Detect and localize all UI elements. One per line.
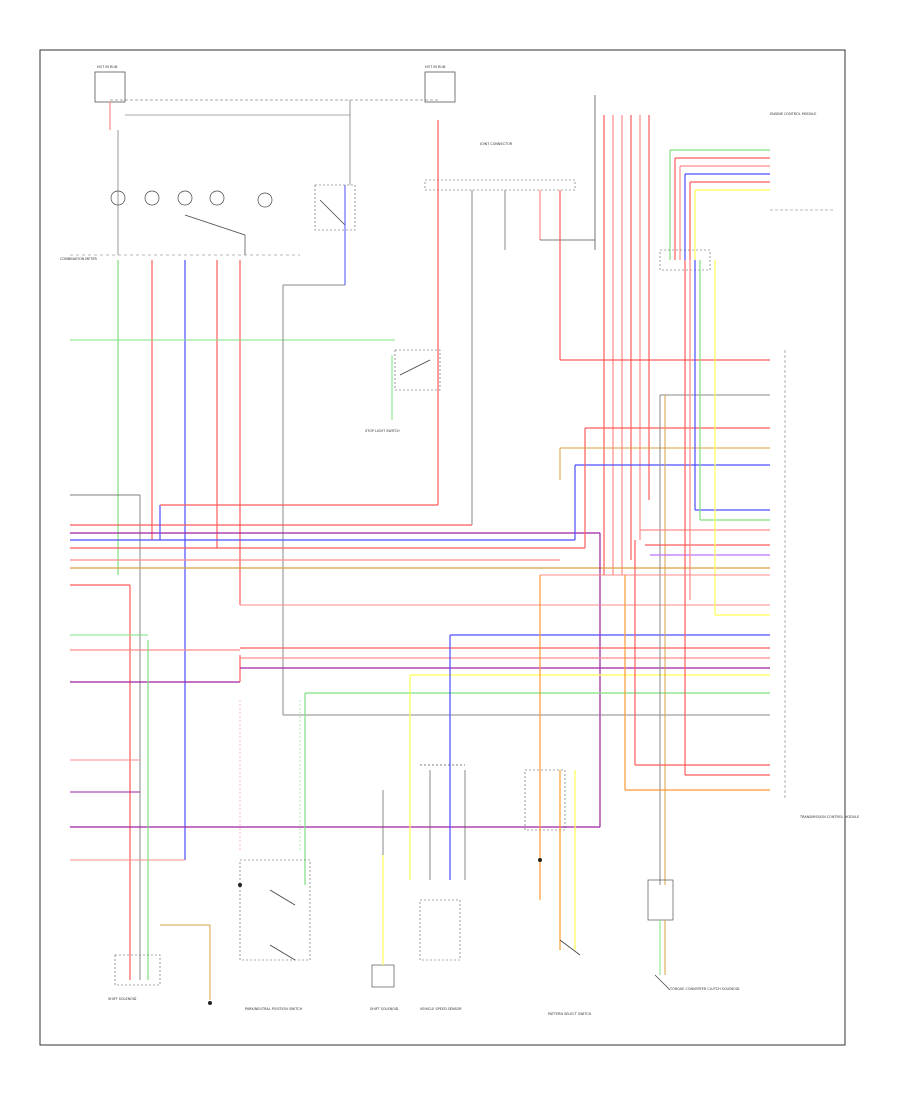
indicator-bulb-icon <box>177 190 193 206</box>
top-right-bundle <box>594 95 650 575</box>
svg-text:HOT IN RUN: HOT IN RUN <box>425 65 446 69</box>
joint-connector-wires <box>437 120 770 525</box>
svg-text:TRANSMISSION CONTROL MODULE: TRANSMISSION CONTROL MODULE <box>799 815 859 819</box>
right-horizontal-wires <box>240 604 770 885</box>
splice-icon <box>238 883 242 887</box>
park-neutral-switch: PARK/NEUTRAL POSITION SWITCH <box>238 859 311 1011</box>
joint-connector-top: JOINT CONNECTOR <box>424 142 576 191</box>
vehicle-speed-sensor: SHIFT SOLENOID <box>108 924 212 1005</box>
svg-text:COMBINATION METER: COMBINATION METER <box>60 257 98 261</box>
svg-text:PARK/NEUTRAL POSITION SWITCH: PARK/NEUTRAL POSITION SWITCH <box>245 1007 303 1011</box>
svg-text:HOT IN RUN: HOT IN RUN <box>97 65 118 69</box>
indicator-bulb-icon <box>257 192 273 208</box>
shift-solenoid-a: SHIFT SOLENOID <box>370 790 399 1011</box>
tcm-connector: TRANSMISSION CONTROL MODULE <box>784 350 859 819</box>
svg-text:JOINT CONNECTOR: JOINT CONNECTOR <box>479 142 513 146</box>
left-bus <box>70 494 770 980</box>
tcc-solenoid: VEHICLE SPEED SENSOR <box>419 899 462 1011</box>
pattern-select-switch: TORQUE CONVERTER CLUTCH SOLENOID <box>647 879 740 991</box>
engine-control-module-connector: ENGINE CONTROL MODULE <box>659 112 835 271</box>
svg-text:PATTERN SELECT SWITCH: PATTERN SELECT SWITCH <box>548 1012 592 1016</box>
indicator-bulb-icon <box>144 190 160 206</box>
shift-solenoid-b: PATTERN SELECT SWITCH <box>524 575 592 1016</box>
combination-meter: COMBINATION METER <box>60 190 300 261</box>
svg-text:SHIFT SOLENOID: SHIFT SOLENOID <box>108 997 137 1001</box>
diagram-border <box>39 49 846 1046</box>
indicator-bulb-icon <box>209 190 225 206</box>
splice-icon <box>538 858 542 862</box>
right-vertical-wires <box>540 260 770 885</box>
svg-text:SHIFT SOLENOID: SHIFT SOLENOID <box>370 1007 399 1011</box>
fuse-mid: HOT IN RUN <box>424 65 456 103</box>
fuse-left: HOT IN RUN <box>94 65 126 130</box>
svg-text:STOP LIGHT SWITCH: STOP LIGHT SWITCH <box>365 429 400 433</box>
brake-switch: STOP LIGHT SWITCH <box>365 349 441 433</box>
joint-connector-bottom <box>409 635 466 880</box>
svg-text:VEHICLE SPEED SENSOR: VEHICLE SPEED SENSOR <box>420 1007 462 1011</box>
ground-icon <box>208 1001 212 1005</box>
svg-text:ENGINE CONTROL MODULE: ENGINE CONTROL MODULE <box>770 112 816 116</box>
svg-text:TORQUE CONVERTER CLUTCH SOLENO: TORQUE CONVERTER CLUTCH SOLENOID <box>669 987 740 991</box>
left-lower-wires <box>70 533 601 980</box>
overdrive-switch <box>314 184 356 231</box>
